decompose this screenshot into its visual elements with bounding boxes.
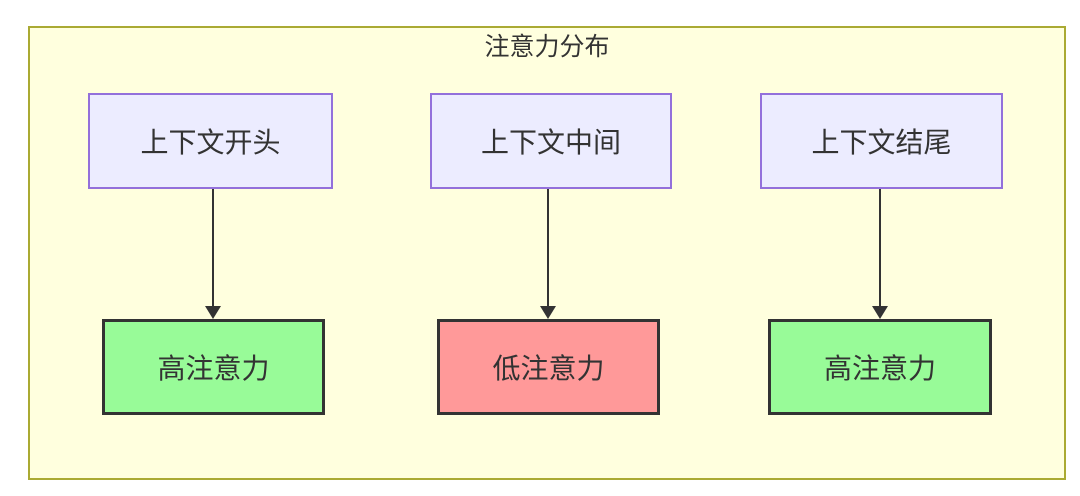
edge-line	[879, 189, 881, 306]
node-label: 上下文结尾	[811, 126, 952, 159]
node-label: 上下文开头	[140, 126, 281, 159]
node-high-attention-left: 高注意力	[102, 319, 325, 415]
node-label: 上下文中间	[480, 126, 621, 159]
node-label: 高注意力	[157, 352, 270, 385]
edge-line	[547, 189, 549, 306]
node-context-end: 上下文结尾	[760, 93, 1003, 189]
node-low-attention: 低注意力	[437, 319, 660, 415]
arrowhead-icon	[540, 306, 556, 319]
node-high-attention-right: 高注意力	[768, 319, 992, 415]
node-label: 高注意力	[823, 352, 936, 385]
node-context-start: 上下文开头	[88, 93, 333, 189]
edge-line	[212, 189, 214, 306]
cluster-title: 注意力分布	[484, 32, 610, 61]
node-context-middle: 上下文中间	[430, 93, 672, 189]
node-label: 低注意力	[492, 352, 605, 385]
arrowhead-icon	[872, 306, 888, 319]
arrowhead-icon	[205, 306, 221, 319]
